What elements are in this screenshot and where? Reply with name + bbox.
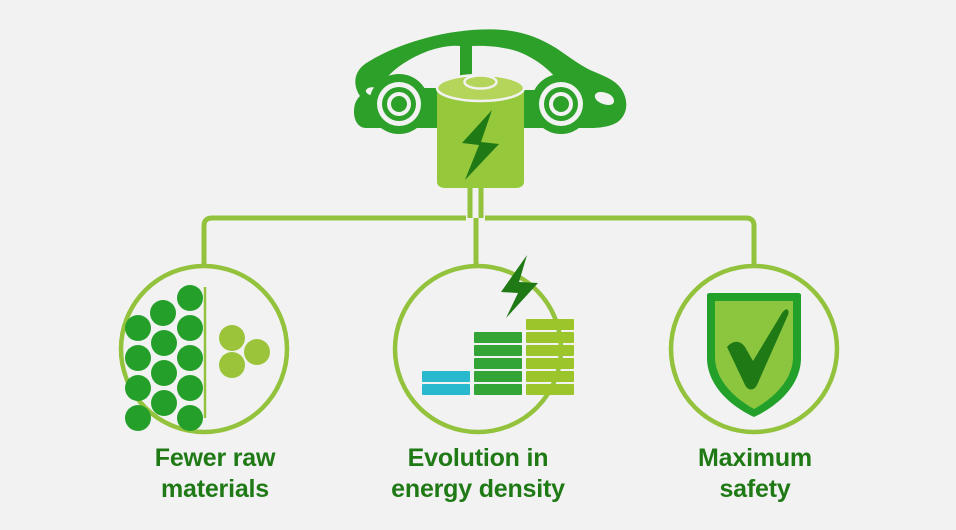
car-headlight: [594, 92, 614, 105]
battery-cell-icon: [435, 73, 526, 188]
node-circle-safety: [668, 263, 840, 435]
node-label-fewer-raw-materials: Fewer raw materials: [154, 444, 276, 504]
node-fewer-raw-materials[interactable]: [118, 263, 290, 435]
car-wheel-rear: [531, 74, 591, 134]
safety-shield-check-icon: [707, 293, 801, 417]
node-label-evolution-energy-density: Evolution in energy density: [391, 444, 565, 504]
bar-future: [526, 319, 574, 395]
car-wheel-front: [369, 74, 429, 134]
battery-bolt-icon: [462, 110, 499, 180]
battery-terminal: [463, 74, 498, 90]
dot-cluster-dense: [125, 285, 203, 431]
energy-density-bars-icon: [422, 255, 574, 395]
energy-bolt-icon: [501, 255, 538, 318]
connector-spine-left: [201, 215, 466, 264]
dot-cluster-sparse: [219, 325, 270, 378]
bar-present: [474, 332, 522, 395]
connector-spine-right: [485, 215, 757, 264]
electric-car-icon: [354, 29, 627, 134]
node-evolution-energy-density[interactable]: [392, 255, 574, 435]
raw-materials-dots-icon: [125, 285, 270, 431]
bar-past: [422, 371, 470, 395]
connector-tree: [201, 186, 757, 264]
node-maximum-safety[interactable]: [668, 263, 840, 435]
node-label-maximum-safety: Maximum safety: [698, 444, 812, 504]
shield-check-icon: [727, 309, 789, 390]
node-circle-raw-materials: [118, 263, 290, 435]
